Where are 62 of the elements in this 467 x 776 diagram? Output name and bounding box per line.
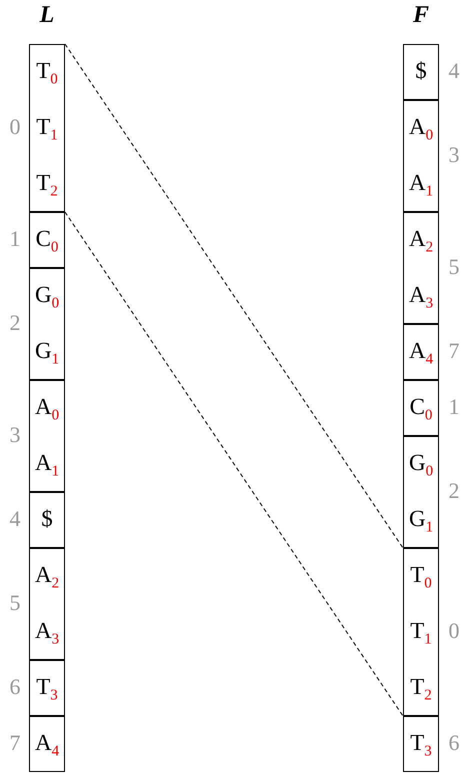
run-number: 5 <box>8 590 22 616</box>
run-box <box>29 660 65 716</box>
cell-letter: T$_{1}$ <box>35 113 59 146</box>
run-box <box>403 100 439 212</box>
run-number: 7 <box>8 730 22 756</box>
run-box <box>403 436 439 548</box>
cell-letter: A$_{2}$ <box>34 561 60 594</box>
cell-letter: A$_{1}$ <box>34 449 60 482</box>
run-box <box>29 548 65 660</box>
run-box <box>403 44 439 100</box>
dashed-line <box>64 212 404 716</box>
run-number: 4 <box>448 58 460 84</box>
cell-letter: A$_{3}$ <box>34 617 60 650</box>
cell-letter: T$_{2}$ <box>35 169 59 202</box>
run-number: 4 <box>8 506 22 532</box>
run-number: 3 <box>8 422 22 448</box>
cell-letter: T$_{0}$ <box>35 57 59 90</box>
cell-letter: A$_{3}$ <box>408 281 434 314</box>
run-box <box>29 212 65 268</box>
run-box <box>29 268 65 380</box>
run-box <box>29 44 65 212</box>
cell-letter: A$_{2}$ <box>408 225 434 258</box>
run-number: 0 <box>8 114 22 140</box>
run-number: 2 <box>448 478 460 504</box>
run-number: 7 <box>448 338 460 364</box>
cell-letter: A$_{0}$ <box>34 393 60 426</box>
run-box <box>403 716 439 772</box>
cell-letter: T$_{3}$ <box>409 729 433 762</box>
run-number: 1 <box>8 226 22 252</box>
run-number: 0 <box>448 618 460 644</box>
run-number: 3 <box>448 142 460 168</box>
run-number: 6 <box>8 674 22 700</box>
run-box <box>403 380 439 436</box>
cell-letter: T$_{2}$ <box>409 673 433 706</box>
run-box <box>403 212 439 324</box>
cell-letter: C$_{0}$ <box>34 225 60 258</box>
cell-letter: $ <box>414 57 428 85</box>
cell-letter: C$_{0}$ <box>408 393 434 426</box>
cell-letter: G$_{0}$ <box>408 449 434 482</box>
cell-letter: A$_{0}$ <box>408 113 434 146</box>
run-box <box>29 716 65 772</box>
column-header: L <box>38 2 56 29</box>
cell-letter: T$_{0}$ <box>409 561 433 594</box>
dashed-line <box>64 44 404 548</box>
run-number: 5 <box>448 254 460 280</box>
cell-letter: G$_{1}$ <box>408 505 434 538</box>
run-number: 6 <box>448 730 460 756</box>
run-box <box>29 380 65 492</box>
column-header: F <box>412 2 430 29</box>
cell-letter: A$_{1}$ <box>408 169 434 202</box>
cell-letter: T$_{3}$ <box>35 673 59 706</box>
run-box <box>403 548 439 716</box>
cell-letter: A$_{4}$ <box>408 337 434 370</box>
cell-letter: $ <box>40 505 54 533</box>
cell-letter: G$_{1}$ <box>34 337 60 370</box>
cell-letter: T$_{1}$ <box>409 617 433 650</box>
run-number: 1 <box>448 394 460 420</box>
run-box <box>29 492 65 548</box>
run-box <box>403 324 439 380</box>
run-number: 2 <box>8 310 22 336</box>
cell-letter: A$_{4}$ <box>34 729 60 762</box>
cell-letter: G$_{0}$ <box>34 281 60 314</box>
